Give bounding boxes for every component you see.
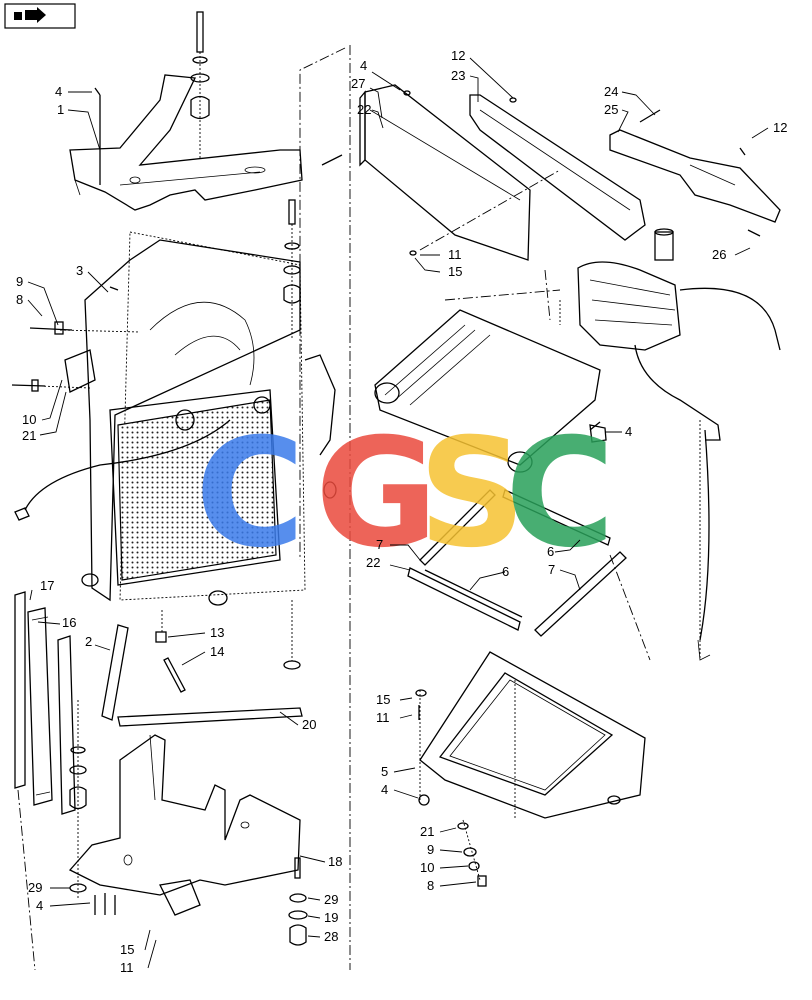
callout-11: 11: [448, 247, 462, 262]
isolator-stack-top: [190, 11, 210, 160]
leader-lines: [27, 57, 769, 969]
guide-line: [419, 169, 651, 661]
callout-1: 1: [57, 102, 64, 117]
callout-21: 21: [22, 428, 36, 443]
charge-air-cooler: [374, 300, 607, 473]
callout-6: 6: [502, 564, 509, 579]
svg-text:G: G: [315, 407, 438, 581]
callout-28: 28: [324, 929, 338, 944]
callout-19: 19: [324, 910, 338, 925]
callout-4: 4: [360, 58, 367, 73]
next-page-arrow-icon[interactable]: [4, 3, 76, 29]
callout-4: 4: [381, 782, 388, 797]
side-strips: [14, 591, 129, 815]
callout-16: 16: [62, 615, 76, 630]
shroud-panel-27: [359, 84, 531, 261]
callout-8: 8: [427, 878, 434, 893]
callout-15: 15: [120, 942, 134, 957]
callout-21: 21: [420, 824, 434, 839]
callout-10: 10: [420, 860, 434, 875]
callout-12: 12: [773, 120, 787, 135]
callout-20: 20: [302, 717, 316, 732]
callout-26: 26: [712, 247, 726, 262]
callout-11: 11: [376, 710, 390, 725]
frame-line: [299, 47, 346, 560]
callout-7: 7: [548, 562, 555, 577]
callout-22: 22: [357, 102, 371, 117]
callout-10: 10: [22, 412, 36, 427]
bracket-25: [609, 109, 781, 237]
hardware-stack-right: [415, 689, 487, 887]
cgsc-watermark: C G S C: [195, 407, 615, 581]
top-bracket: [69, 74, 303, 211]
callout-11: 11: [120, 960, 134, 975]
svg-text:C: C: [195, 407, 305, 581]
callout-5: 5: [381, 764, 388, 779]
isolator-stack-lower: [69, 857, 308, 946]
radiator-housing: [14, 231, 337, 606]
callout-9: 9: [16, 274, 23, 289]
lower-bracket: [68, 734, 301, 916]
callout-13: 13: [210, 625, 224, 640]
shroud-panel-23: [469, 94, 646, 241]
callout-29: 29: [324, 892, 338, 907]
svg-text:C: C: [505, 407, 615, 581]
callout-24: 24: [604, 84, 618, 99]
callout-numbers: 4 1 3 9 8 10 21 17 16 2 13 14 20 18 29 1…: [16, 48, 787, 975]
callout-2: 2: [85, 634, 92, 649]
callout-3: 3: [76, 263, 83, 278]
callout-9: 9: [427, 842, 434, 857]
lower-shroud-5: [419, 651, 646, 820]
callout-18: 18: [328, 854, 342, 869]
svg-text:S: S: [418, 407, 526, 581]
isolator-stack-mid: [283, 199, 301, 340]
seal-strip-20: [117, 707, 303, 727]
callout-15: 15: [448, 264, 462, 279]
callout-23: 23: [451, 68, 465, 83]
callout-8: 8: [16, 292, 23, 307]
callout-4: 4: [36, 898, 43, 913]
callout-27: 27: [351, 76, 365, 91]
callout-4: 4: [55, 84, 62, 99]
callout-14: 14: [210, 644, 224, 659]
coolant-tank: [577, 228, 781, 661]
callout-29: 29: [28, 880, 42, 895]
seal-strips: [407, 489, 627, 637]
callout-22: 22: [366, 555, 380, 570]
isolator-stack-left: [69, 700, 87, 900]
callout-7: 7: [376, 537, 383, 552]
side-bolts: [11, 87, 141, 392]
frame-line: [17, 789, 36, 971]
callout-25: 25: [604, 102, 618, 117]
callout-15: 15: [376, 692, 390, 707]
callout-6: 6: [547, 544, 554, 559]
callout-17: 17: [40, 578, 54, 593]
callout-12: 12: [451, 48, 465, 63]
bolt-13-14: [155, 600, 301, 693]
callout-4: 4: [625, 424, 632, 439]
